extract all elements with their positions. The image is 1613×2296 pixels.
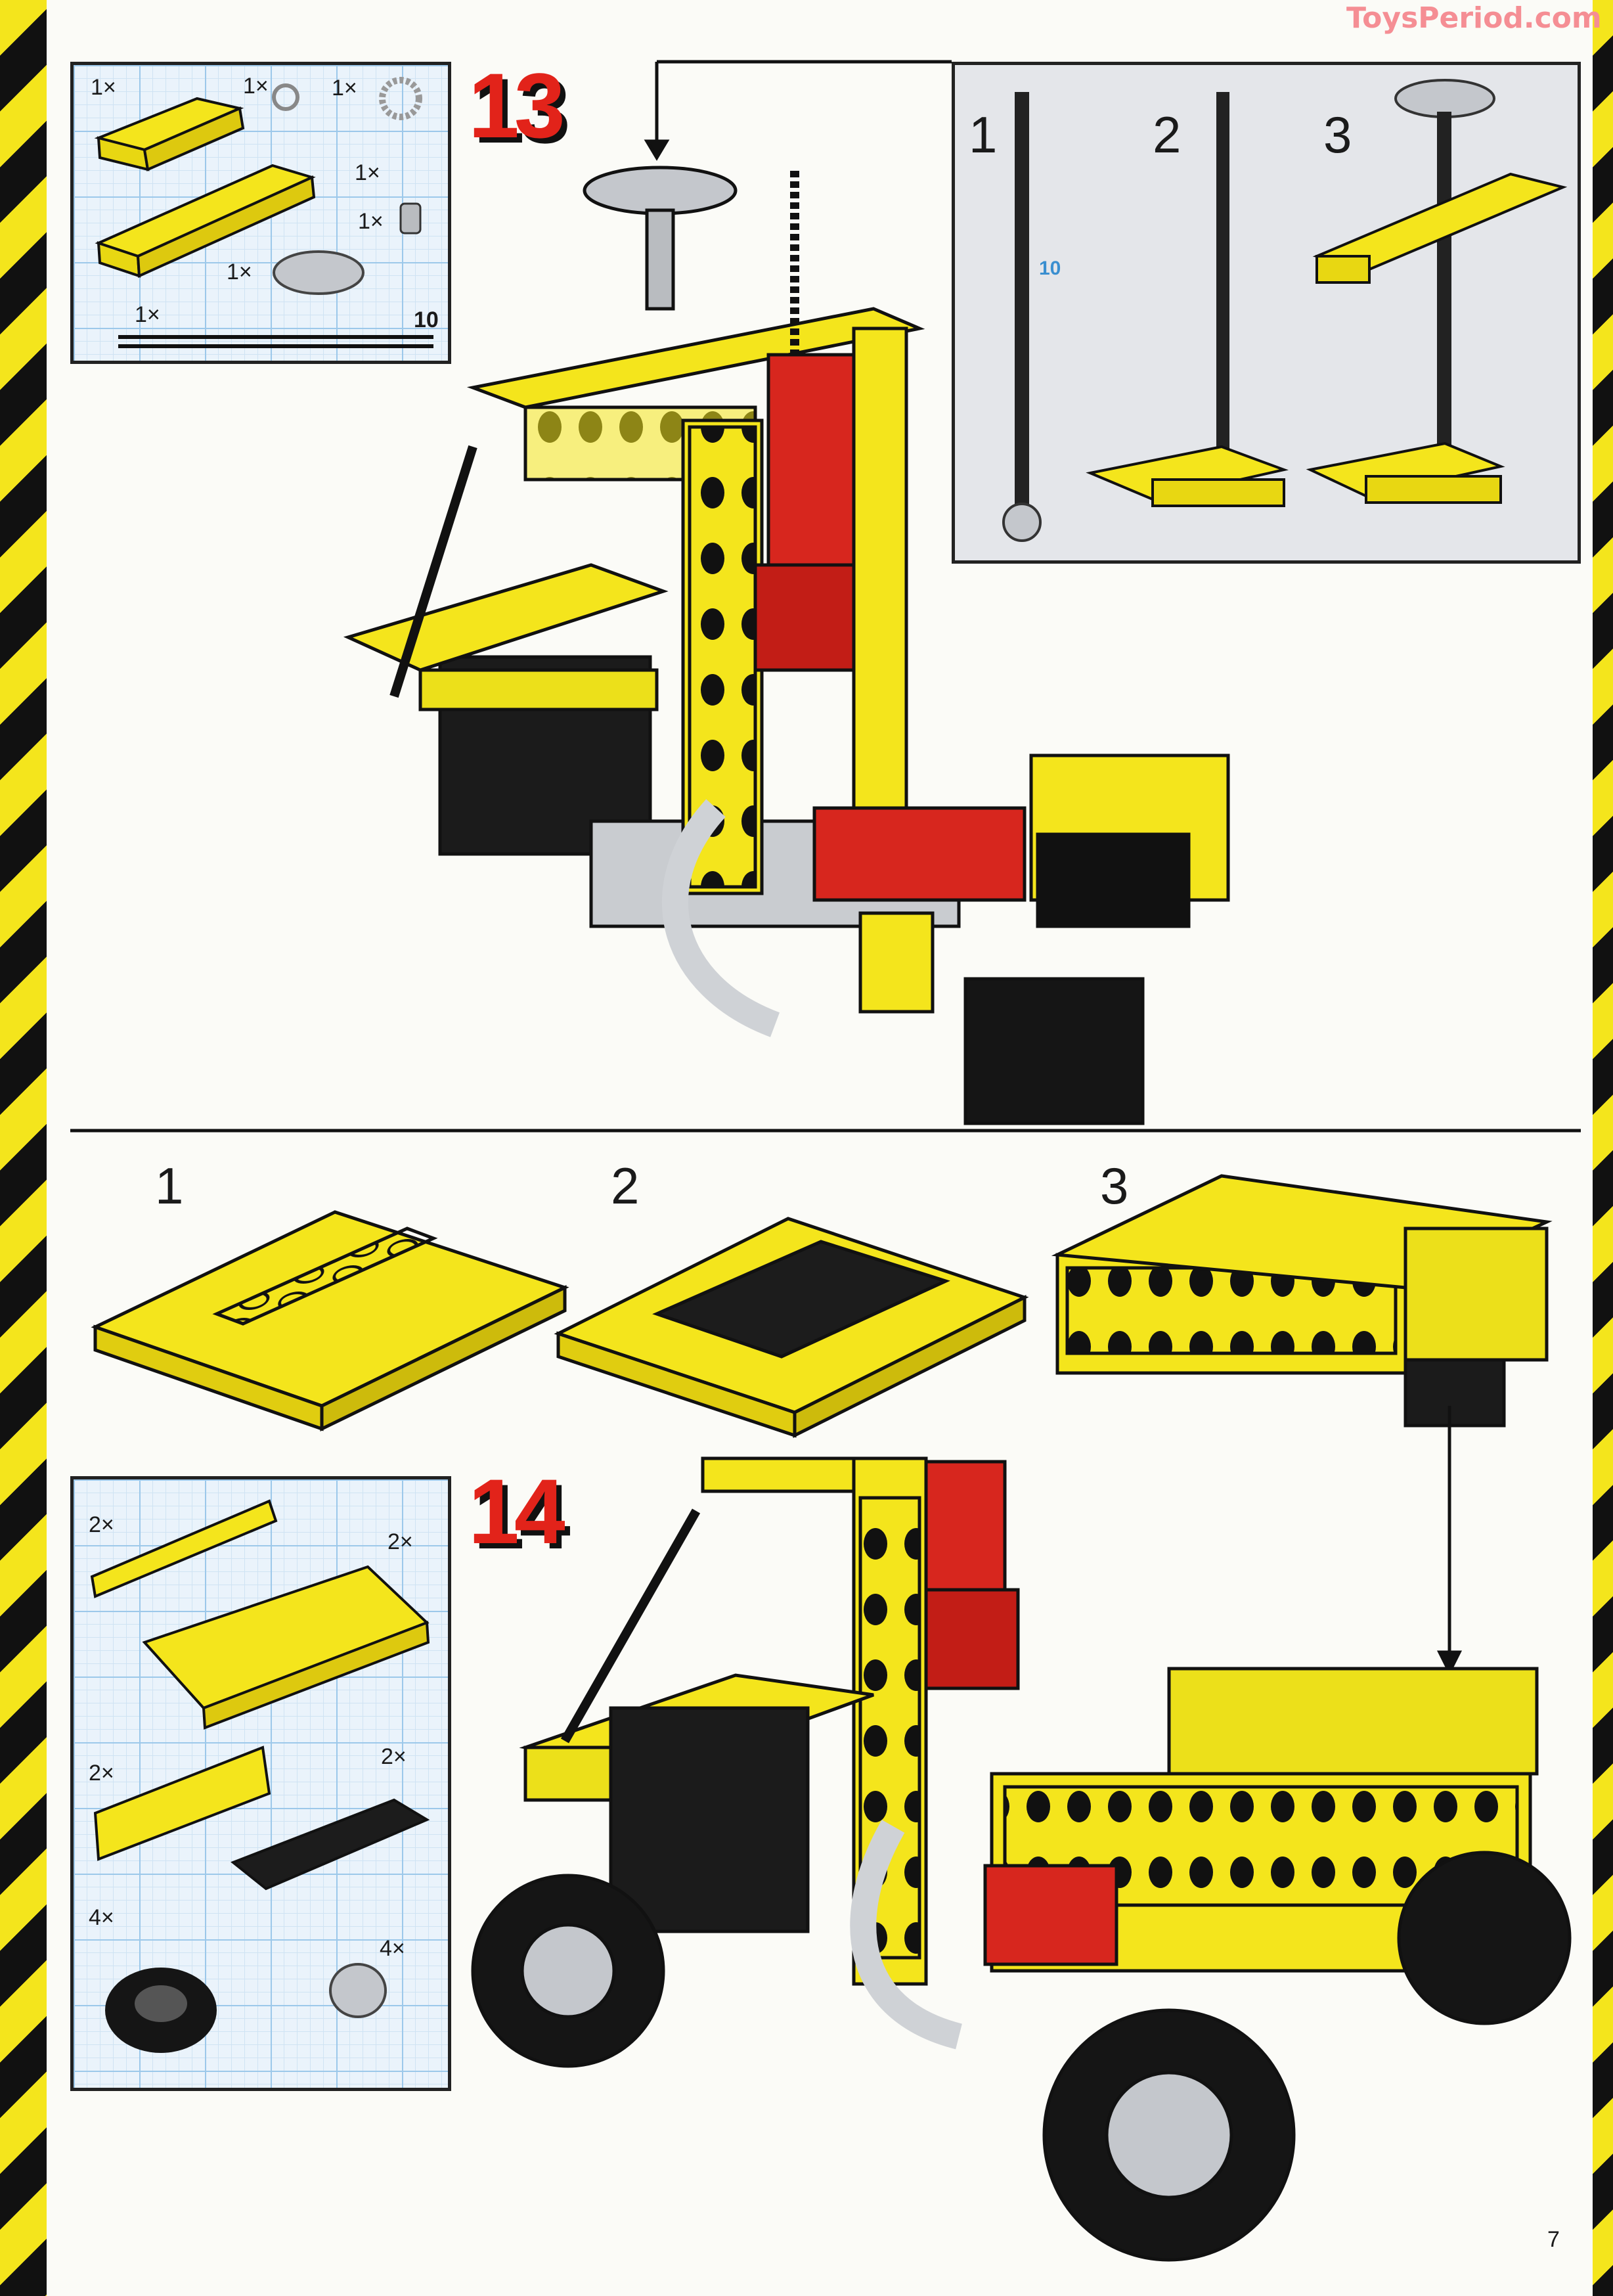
model-step-13 (343, 166, 1230, 1125)
arrow-down-icon (644, 60, 952, 161)
gear-small-icon (272, 83, 299, 111)
axle-length-label: 10 (1039, 258, 1061, 279)
part-qty: 1× (91, 75, 116, 100)
hazard-stripe-right (1593, 0, 1613, 2296)
part-qty: 2× (387, 1529, 413, 1554)
gear-large-icon (379, 77, 422, 120)
substep-3-assembly (1051, 1174, 1553, 1428)
part-axle-10 (118, 335, 433, 348)
step-number-13: 13 (468, 54, 565, 157)
part-qty: 1× (358, 209, 384, 234)
part-plate-2x6 (94, 97, 245, 171)
substep-1: 1 (155, 1157, 184, 1215)
part-qty: 1× (243, 74, 269, 99)
part-bush (399, 202, 422, 235)
axle-length-label: 10 (414, 307, 439, 332)
part-qty: 2× (89, 1761, 114, 1786)
inset-axle-2 (1086, 92, 1289, 507)
substep-1-plate (91, 1210, 569, 1431)
part-plate-4x8 (142, 1565, 430, 1730)
part-qty: 1× (332, 76, 357, 101)
part-qty: 4× (380, 1936, 405, 1961)
hazard-stripe-left (0, 0, 47, 2296)
part-plate-2x6-black (231, 1798, 430, 1891)
substep-3: 3 (1100, 1157, 1129, 1215)
step-number-14: 14 (468, 1460, 565, 1563)
part-qty: 2× (381, 1744, 407, 1769)
substep-2: 2 (611, 1157, 640, 1215)
inset-substep-3: 3 (1323, 106, 1352, 164)
inset-axle-1 (1002, 92, 1042, 542)
inset-substep-2: 2 (1153, 106, 1182, 164)
part-pulley (273, 250, 365, 295)
part-qty: 1× (227, 259, 252, 284)
parts-box-step-13 (70, 62, 451, 364)
part-tire (105, 1968, 217, 2053)
part-wheel-hub (329, 1963, 387, 2018)
inset-substep-1: 1 (969, 106, 998, 164)
inset-axle-3 (1306, 79, 1568, 504)
arrow-down-icon (1436, 1406, 1463, 1676)
model-step-14 (471, 1456, 1572, 2262)
part-qty: 4× (89, 1905, 114, 1930)
part-qty: 2× (89, 1512, 114, 1537)
substep-2-plate (554, 1217, 1029, 1439)
page-number: 7 (1547, 2227, 1560, 2252)
part-qty: 1× (135, 302, 160, 327)
watermark: ToysPeriod.com (1346, 1, 1602, 35)
part-plate-2x10 (95, 164, 316, 279)
part-beam-1x6 (93, 1745, 271, 1861)
part-plate-1x6 (90, 1499, 278, 1598)
part-qty: 1× (355, 160, 380, 185)
